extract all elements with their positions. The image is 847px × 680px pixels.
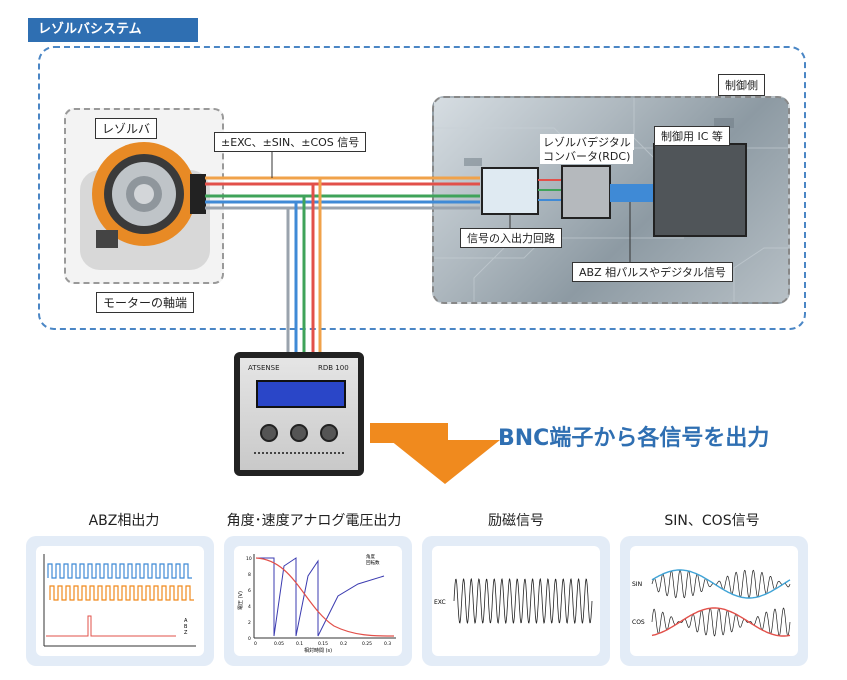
excitation-waveform: EXC: [434, 577, 593, 625]
io-circuit-block: [481, 167, 539, 215]
ytick-2: 2: [248, 620, 251, 626]
device-brand: ATSENSE: [248, 364, 280, 372]
xtick-3: 0.15: [318, 641, 328, 647]
device-lcd: [256, 380, 346, 408]
resolver-connector: [190, 174, 206, 214]
resolver-interface-device: ATSENSE RDB 100: [234, 352, 364, 476]
output-arrow-body: [370, 423, 448, 443]
card-title-abz: ABZ相出力: [88, 513, 160, 529]
card-title-excitation: 励磁信号: [488, 513, 544, 529]
device-model: RDB 100: [318, 364, 349, 372]
card-analog: 電圧 (V) 相対時間 (s) 角度 回転数 0 0.05 0.1 0.15 0…: [224, 536, 412, 666]
ytick-4: 4: [248, 604, 251, 610]
rdc-label-line1: レゾルバデジタル: [540, 134, 634, 150]
control-ic-block: [653, 143, 747, 237]
analog-legend-speed: 回転数: [366, 559, 380, 566]
exc-label: EXC: [434, 599, 446, 606]
resolver-label: レゾルバ: [95, 118, 158, 139]
system-tag: レゾルバシステム: [28, 18, 198, 42]
abz-label: ABZ 相パルスやデジタル信号: [572, 262, 733, 282]
bnc-connector-3: [320, 424, 338, 442]
ytick-8: 8: [248, 572, 251, 578]
ytick-0: 0: [248, 636, 251, 642]
xtick-0: 0: [254, 641, 257, 647]
xtick-1: 0.05: [274, 641, 284, 647]
abz-signal-link: [610, 184, 654, 202]
sincos-waveform: SIN COS: [632, 569, 791, 637]
signal-label: ±EXC、±SIN、±COS 信号: [214, 132, 367, 152]
abz-legend-z: Z: [184, 630, 188, 636]
motor-shaft-label: モーターの軸端: [96, 292, 195, 313]
analog-chart: 電圧 (V) 相対時間 (s) 角度 回転数 0 0.05 0.1 0.15 0…: [238, 553, 396, 654]
cos-label: COS: [632, 619, 645, 626]
rdc-label-line2: コンバータ(RDC): [540, 148, 634, 164]
device-buttons: [254, 452, 344, 460]
ytick-6: 6: [248, 588, 251, 594]
analog-legend-angle: 角度: [366, 553, 375, 560]
card-title-sincos: SIN、COS信号: [664, 513, 760, 529]
output-arrow-head: [390, 440, 500, 484]
xtick-5: 0.25: [362, 641, 372, 647]
control-side-label: 制御側: [718, 74, 765, 96]
bnc-connector-2: [290, 424, 308, 442]
card-excitation: EXC: [422, 536, 610, 666]
abz-waveform: A B Z: [43, 554, 196, 647]
control-ic-label: 制御用 IC 等: [654, 126, 730, 146]
analog-xlabel: 相対時間 (s): [304, 647, 332, 654]
sin-label: SIN: [632, 581, 642, 588]
abz-legend-a: A: [184, 618, 188, 624]
rdc-block: [561, 165, 611, 219]
ytick-10: 10: [246, 556, 252, 562]
analog-ylabel: 電圧 (V): [238, 591, 244, 610]
xtick-4: 0.2: [340, 641, 347, 647]
resolver-system-frame: [38, 46, 806, 330]
io-circuit-label: 信号の入出力回路: [460, 228, 562, 248]
card-title-analog: 角度･速度アナログ電圧出力: [226, 513, 402, 529]
resolver-photo-frame: [64, 108, 224, 284]
xtick-2: 0.1: [296, 641, 303, 647]
xtick-6: 0.3: [384, 641, 391, 647]
bnc-connector-1: [260, 424, 278, 442]
card-sincos: SIN COS: [620, 536, 808, 666]
abz-legend-b: B: [184, 624, 188, 630]
output-heading: BNC端子から各信号を出力: [498, 426, 770, 451]
card-abz: A B Z: [26, 536, 214, 666]
